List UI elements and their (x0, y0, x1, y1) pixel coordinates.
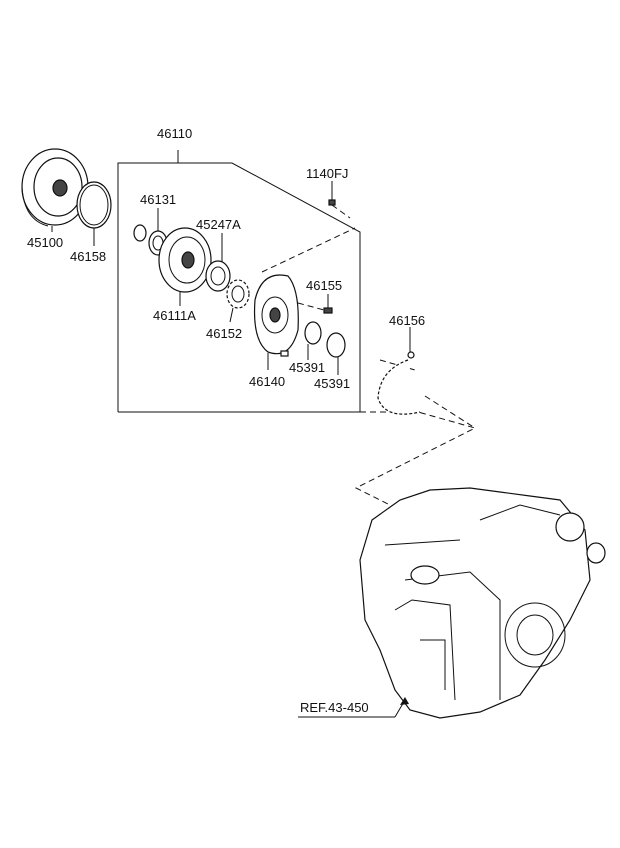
bolt-1140FJ[interactable] (328, 181, 351, 219)
label-46140: 46140 (249, 374, 285, 389)
label-46156: 46156 (389, 313, 425, 328)
pump-body-46111A[interactable] (158, 227, 212, 306)
label-46152: 46152 (206, 326, 242, 341)
label-45391-b: 45391 (314, 376, 350, 391)
label-46155: 46155 (306, 278, 342, 293)
label-1140FJ: 1140FJ (306, 166, 348, 181)
reference-label: REF.43-450 (300, 700, 369, 715)
label-45391-a: 45391 (289, 360, 325, 375)
label-46158: 46158 (70, 249, 106, 264)
pump-housing-46140[interactable] (253, 274, 299, 370)
torque-converter-45100[interactable] (21, 148, 89, 232)
group-frame-46110 (117, 150, 361, 413)
o-ring-45391-a[interactable] (304, 321, 322, 360)
reference-43-450[interactable]: REF.43-450 (298, 697, 409, 718)
label-46110: 46110 (157, 126, 192, 141)
gear-46152[interactable] (226, 279, 250, 323)
label-46131: 46131 (140, 192, 176, 207)
o-ring-45391-b[interactable] (326, 332, 346, 375)
label-45100: 45100 (27, 235, 63, 250)
gear-45247A[interactable] (205, 233, 231, 292)
pin-46155[interactable] (297, 294, 333, 314)
transaxle-assembly[interactable] (359, 487, 606, 719)
label-46111A: 46111A (153, 308, 196, 323)
label-45247A: 45247A (196, 217, 241, 232)
o-ring-46158[interactable] (76, 181, 112, 246)
snap-ring-46156[interactable] (377, 327, 421, 415)
